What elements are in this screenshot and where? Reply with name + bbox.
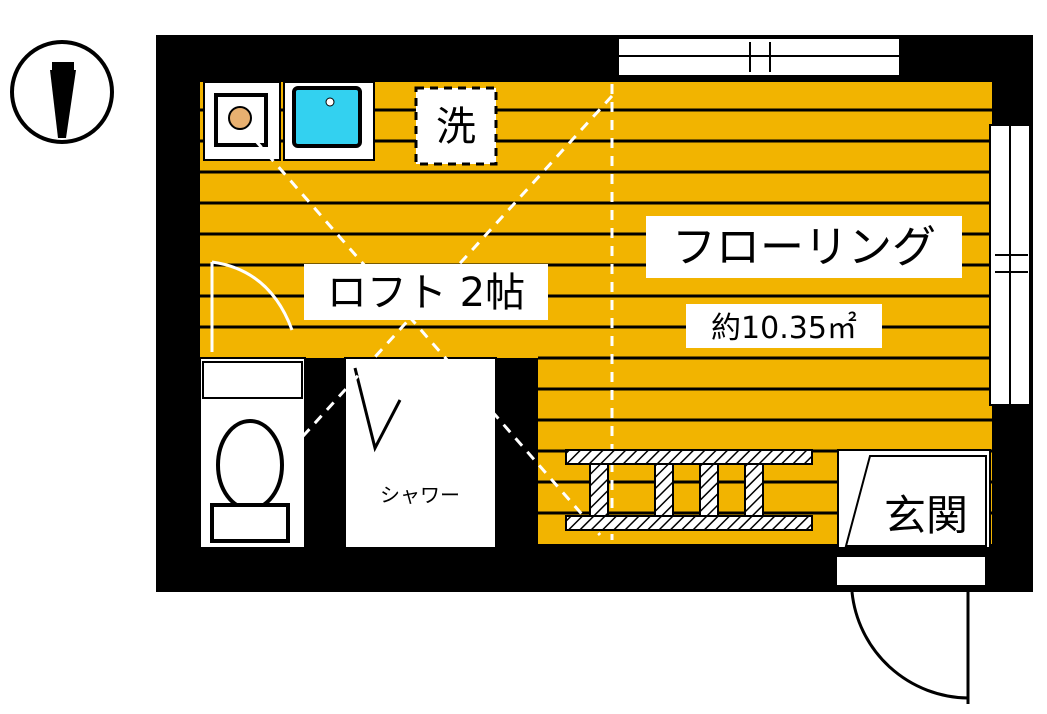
kitchen: [203, 81, 375, 161]
shower-label: シャワー: [380, 483, 460, 507]
washer-spot: [414, 86, 498, 166]
shower-room: [344, 357, 497, 549]
toilet-icon: [210, 419, 290, 543]
wash-label: 洗: [436, 104, 476, 150]
label-wash: 洗: [436, 104, 476, 150]
burner-icon: [228, 106, 252, 130]
shower-icon: [353, 367, 402, 453]
entrance: [835, 449, 991, 587]
shoe-rack: [565, 449, 813, 531]
window-right: [989, 124, 1031, 406]
compass: [10, 40, 114, 144]
area-label: 約10.35㎡: [711, 311, 857, 346]
entrance-label: 玄関: [884, 491, 968, 540]
label-area: 約10.35㎡: [686, 304, 882, 348]
loft-label: ロフト 2帖: [327, 270, 525, 316]
wall-toilet-shower: [305, 358, 345, 548]
label-flooring: フローリング: [646, 216, 962, 278]
sink-icon: [292, 86, 362, 148]
window-top: [617, 37, 901, 77]
flooring-label: フローリング: [672, 222, 936, 273]
loft-ladder: [210, 260, 294, 352]
north-arrow-icon: [50, 62, 76, 138]
door-swing: [850, 591, 970, 704]
wall-shower-room: [496, 358, 538, 548]
label-loft: ロフト 2帖: [304, 264, 548, 320]
toilet-room: [199, 357, 306, 549]
